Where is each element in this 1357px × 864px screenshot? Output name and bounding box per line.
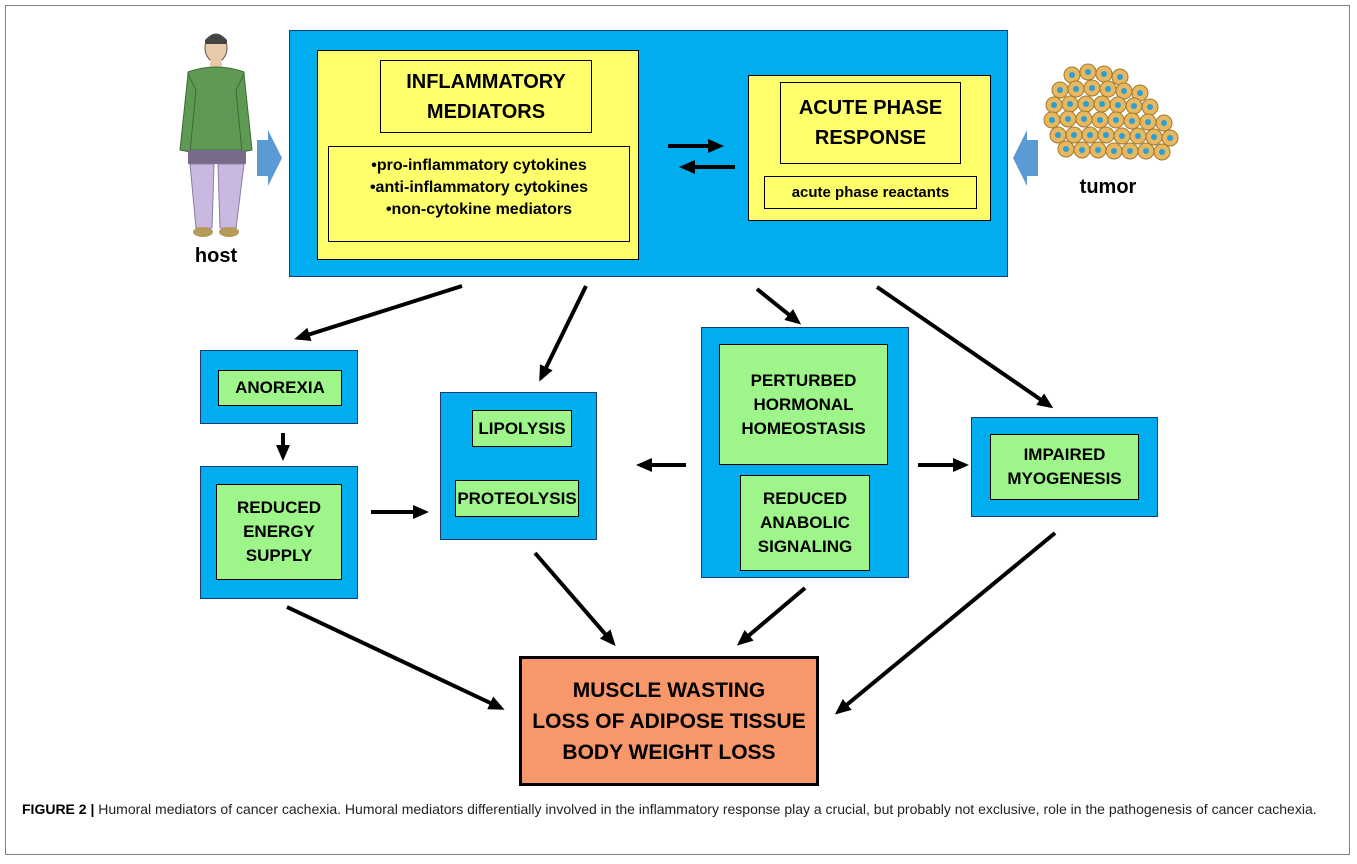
acute-title-box: ACUTE PHASE RESPONSE bbox=[780, 82, 961, 164]
figure-caption: FIGURE 2 | Humoral mediators of cancer c… bbox=[22, 798, 1337, 820]
lipolysis-label: LIPOLYSIS bbox=[478, 418, 566, 438]
perturbed-line: HOMEOSTASIS bbox=[741, 418, 866, 438]
reduced-energy-line: REDUCED bbox=[236, 498, 322, 517]
inflammatory-title-box: INFLAMMATORY MEDIATORS bbox=[380, 60, 592, 133]
tumor-label: tumor bbox=[1079, 176, 1137, 198]
lipolysis-box: LIPOLYSIS bbox=[472, 410, 572, 447]
outcome-line: MUSCLE WASTING bbox=[572, 678, 766, 702]
anorexia-label: ANOREXIA bbox=[235, 378, 325, 397]
caption-label: FIGURE 2 | bbox=[22, 801, 95, 817]
anorexia-box: ANOREXIA bbox=[218, 370, 342, 406]
caption-text: Humoral mediators of cancer cachexia. Hu… bbox=[94, 801, 1317, 817]
acute-title-line1: ACUTE PHASE bbox=[798, 97, 943, 119]
reduced-anabolic-line: REDUCED bbox=[762, 489, 848, 508]
reduced-anabolic-line: SIGNALING bbox=[757, 537, 853, 556]
host-person-icon bbox=[179, 33, 253, 237]
perturbed-hormonal-box: PERTURBED HORMONAL HOMEOSTASIS bbox=[719, 344, 888, 465]
impaired-myogenesis-box: IMPAIRED MYOGENESIS bbox=[990, 434, 1139, 500]
figure-frame bbox=[5, 5, 1350, 855]
perturbed-line: HORMONAL bbox=[753, 394, 854, 414]
mediator-item: •non-cytokine mediators bbox=[385, 201, 573, 218]
reduced-energy-line: SUPPLY bbox=[245, 546, 313, 565]
acute-phase-reactants-box: acute phase reactants bbox=[764, 176, 977, 209]
reduced-energy-box: REDUCED ENERGY SUPPLY bbox=[216, 484, 342, 580]
acute-title-line2: RESPONSE bbox=[814, 127, 927, 149]
host-input-arrow bbox=[257, 130, 282, 186]
reduced-anabolic-box: REDUCED ANABOLIC SIGNALING bbox=[740, 475, 870, 571]
tumor-input-arrow bbox=[1013, 130, 1038, 186]
outcome-box: MUSCLE WASTING LOSS OF ADIPOSE TISSUE BO… bbox=[519, 656, 819, 786]
inflammatory-title-line1: INFLAMMATORY bbox=[406, 70, 566, 93]
mediator-item: •pro-inflammatory cytokines bbox=[371, 157, 587, 174]
tumor-cells-icon bbox=[1043, 63, 1179, 161]
acute-sub-label: acute phase reactants bbox=[791, 184, 950, 201]
impaired-line: IMPAIRED bbox=[1023, 445, 1106, 464]
impaired-line: MYOGENESIS bbox=[1007, 469, 1122, 488]
outcome-line: BODY WEIGHT LOSS bbox=[562, 740, 776, 764]
proteolysis-label: PROTEOLYSIS bbox=[457, 488, 577, 508]
mediator-list: •pro-inflammatory cytokines •anti-inflam… bbox=[328, 146, 630, 242]
host-label: host bbox=[194, 245, 238, 267]
perturbed-line: PERTURBED bbox=[750, 370, 857, 390]
reduced-anabolic-line: ANABOLIC bbox=[760, 513, 850, 532]
outcome-line: LOSS OF ADIPOSE TISSUE bbox=[532, 709, 806, 733]
reduced-energy-line: ENERGY bbox=[243, 522, 315, 541]
inflammatory-title-line2: MEDIATORS bbox=[426, 100, 546, 123]
mediator-item: •anti-inflammatory cytokines bbox=[369, 179, 589, 196]
proteolysis-box: PROTEOLYSIS bbox=[455, 480, 579, 517]
